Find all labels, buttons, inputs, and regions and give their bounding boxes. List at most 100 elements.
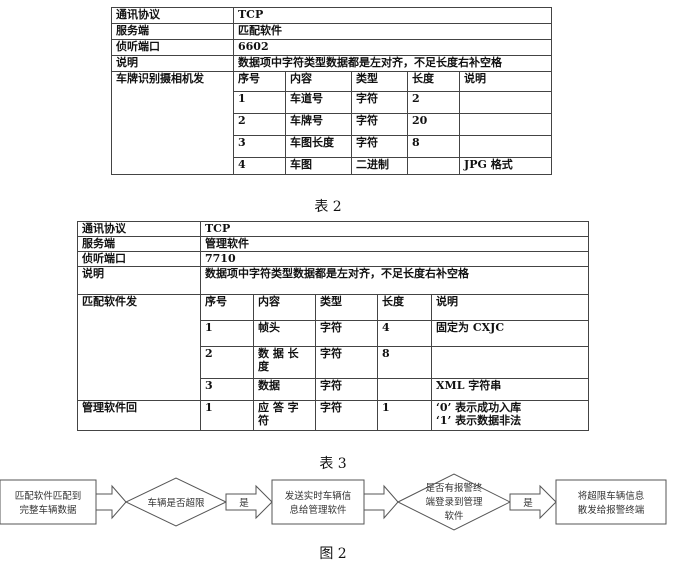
process-text: 息给管理软件 (289, 504, 347, 516)
process-text: 发送实时车辆信 (285, 490, 352, 502)
table-cell: 字符 (315, 346, 378, 379)
row-label: 服务端 (77, 236, 201, 252)
table-cell: 帧头 (253, 320, 316, 347)
table-cell: 车图 (285, 157, 352, 175)
yes-label: 是 (523, 498, 533, 509)
table-3-caption: 表 3 (319, 456, 347, 472)
process-box (0, 479, 97, 525)
process-text: 匹配软件匹配到 (15, 490, 82, 502)
sender-label: 匹配软件发 (77, 294, 201, 401)
row-label: 说明 (77, 266, 201, 295)
yes-label: 是 (239, 498, 249, 509)
table-cell: 数据 (253, 378, 316, 401)
row-value: 7710 (200, 251, 589, 267)
header-cell: 说明 (459, 71, 552, 92)
header-cell: 类型 (315, 294, 378, 321)
table-cell: 字符 (351, 135, 408, 158)
table-cell: 字符 (315, 400, 378, 431)
header-cell: 说明 (431, 294, 589, 321)
table-header-row: 车牌识别摄相机发 序号 内容 类型 长度 说明 (111, 71, 552, 175)
table-2-caption: 表 2 (314, 199, 342, 215)
table-cell: 8 (377, 346, 432, 379)
table-3: 通讯协议 TCP 服务端 管理软件 侦听端口 7710 说明 数据项中字符类型数… (77, 221, 589, 431)
process-box (271, 479, 365, 525)
table-cell: 字符 (351, 91, 408, 114)
flow-arrow (95, 484, 127, 520)
row-label: 说明 (111, 55, 234, 72)
process-text: 完整车辆数据 (19, 504, 77, 516)
row-value: 匹配软件 (233, 23, 552, 40)
table-row: 2 数 据 长 度 字符 8 (78, 346, 589, 379)
table-cell (459, 135, 552, 158)
flowchart: 匹配软件匹配到 完整车辆数据 车辆是否超限 是 发送实时车辆信 息给管理软件 是… (0, 473, 667, 531)
header-cell: 长度 (377, 294, 432, 321)
table-header-row: 匹配软件发 序号 内容 类型 长度 说明 (77, 294, 589, 401)
table-row: 2 车牌号 字符 20 (112, 113, 552, 136)
row-value: 6602 (233, 39, 552, 56)
table-row: 通讯协议 TCP (111, 7, 552, 24)
header-cell: 内容 (285, 71, 352, 92)
table-cell: XML 字符串 (431, 378, 589, 401)
table-cell: JPG 格式 (459, 157, 552, 175)
table-row: 说明 数据项中字符类型数据都是左对齐，不足长度右补空格 (77, 266, 589, 295)
table-cell: 数 据 长 度 (253, 346, 316, 379)
flow-arrow (225, 484, 273, 520)
table-cell: 1 (200, 400, 254, 431)
header-cell: 内容 (253, 294, 316, 321)
figure-2-caption: 图 2 (319, 546, 347, 562)
table-row: 服务端 管理软件 (77, 236, 589, 252)
table-cell (431, 346, 589, 379)
table-row: 4 车图 二进制 JPG 格式 (112, 157, 552, 175)
table-cell (459, 91, 552, 114)
table-cell: 3 (233, 135, 286, 158)
table-cell: 20 (407, 113, 460, 136)
header-cell: 序号 (200, 294, 254, 321)
table-row: 服务端 匹配软件 (111, 23, 552, 40)
table-cell: 8 (407, 135, 460, 158)
table-cell: 应 答 字 符 (253, 400, 316, 431)
table-2: 通讯协议 TCP 服务端 匹配软件 侦听端口 6602 说明 数据项中字符类型数… (111, 7, 552, 175)
table-cell: 车道号 (285, 91, 352, 114)
table-cell: 4 (377, 320, 432, 347)
table-cell: 二进制 (351, 157, 408, 175)
table-row: 1 帧头 字符 4 固定为 CXJC (78, 320, 589, 347)
table-row: 通讯协议 TCP (77, 221, 589, 237)
table-cell: 字符 (315, 378, 378, 401)
row-label: 通讯协议 (111, 7, 234, 24)
table-cell: ‘0’ 表示成功入库 ‘1’ 表示数据非法 (431, 400, 589, 431)
row-label: 服务端 (111, 23, 234, 40)
table-row: 管理软件回 1 应 答 字 符 字符 1 ‘0’ 表示成功入库 ‘1’ 表示数据… (77, 400, 589, 431)
table-cell (459, 113, 552, 136)
table-cell: 2 (200, 346, 254, 379)
sender-label: 车牌识别摄相机发 (111, 71, 234, 175)
table-cell: 3 (200, 378, 254, 401)
flow-arrow (509, 484, 557, 520)
header-cell: 序号 (233, 71, 286, 92)
row-value: 管理软件 (200, 236, 589, 252)
decision-text: 端登录到管理 (425, 496, 483, 508)
table-cell: 字符 (315, 320, 378, 347)
row-value: 数据项中字符类型数据都是左对齐，不足长度右补空格 (200, 266, 589, 295)
table-cell: 4 (233, 157, 286, 175)
table-cell (407, 157, 460, 175)
table-cell: 字符 (351, 113, 408, 136)
process-box (555, 479, 667, 525)
reply-note-line: ‘1’ 表示数据非法 (436, 414, 522, 427)
table-cell: 1 (200, 320, 254, 347)
row-label: 侦听端口 (111, 39, 234, 56)
row-value: 数据项中字符类型数据都是左对齐，不足长度右补空格 (233, 55, 552, 72)
table-row: 侦听端口 7710 (77, 251, 589, 267)
row-value: TCP (233, 7, 552, 24)
row-label: 侦听端口 (77, 251, 201, 267)
table-cell (377, 378, 432, 401)
row-value: TCP (200, 221, 589, 237)
process-text: 将超限车辆信息 (578, 490, 645, 502)
table-cell: 车图长度 (285, 135, 352, 158)
table-row: 侦听端口 6602 (111, 39, 552, 56)
decision-text: 车辆是否超限 (147, 497, 205, 509)
process-text: 散发给报警终端 (578, 504, 645, 516)
reply-label: 管理软件回 (77, 400, 201, 431)
table-cell: 2 (233, 113, 286, 136)
flow-arrow (363, 484, 399, 520)
row-label: 通讯协议 (77, 221, 201, 237)
